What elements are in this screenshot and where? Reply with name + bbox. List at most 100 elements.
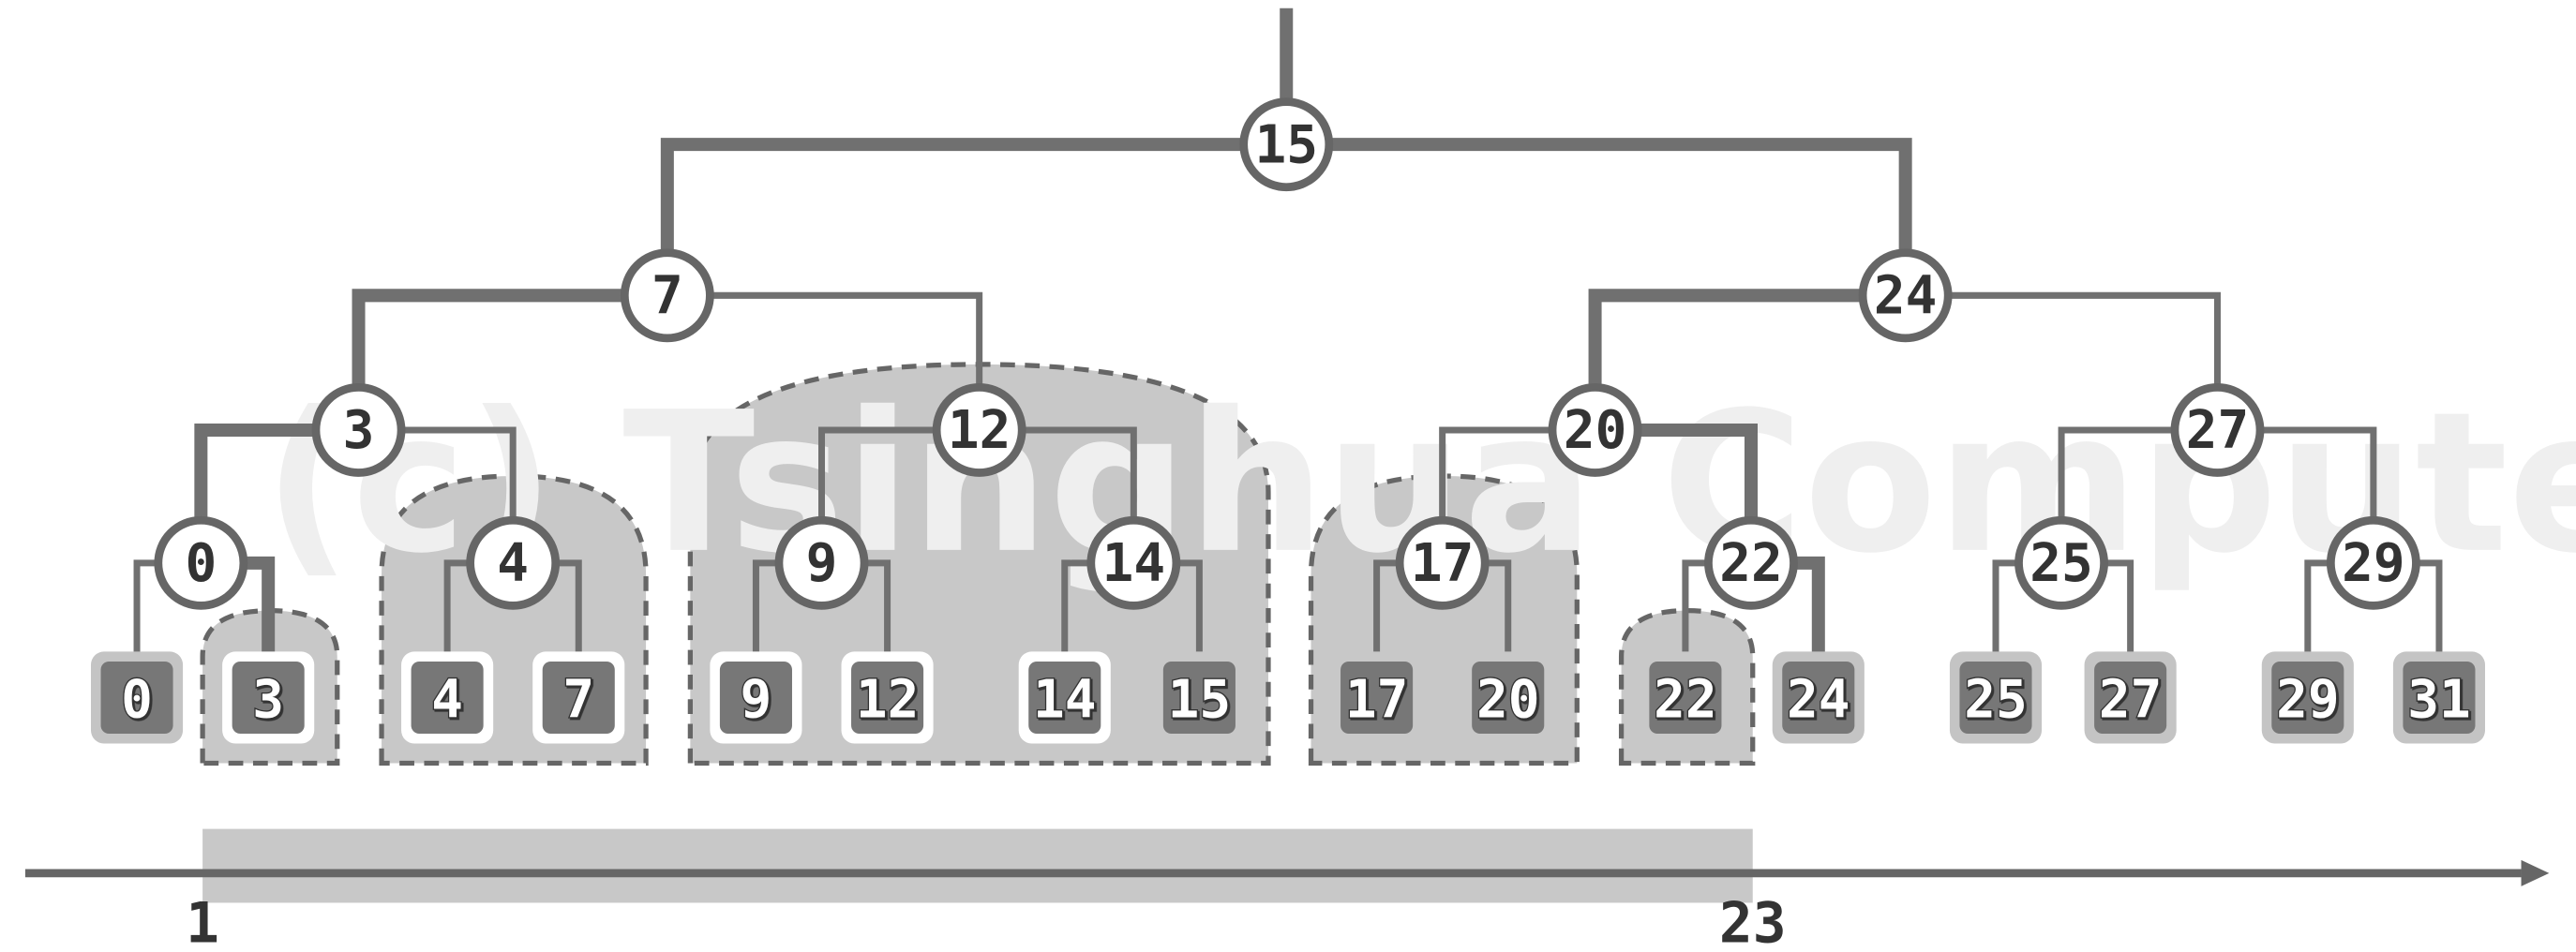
node-circle xyxy=(1239,97,1334,192)
leaf-box xyxy=(1340,661,1414,735)
edge-n20-n22 xyxy=(1595,423,1758,521)
leaf-node: 3 xyxy=(222,651,315,744)
leaf-box xyxy=(851,661,924,735)
node-circle xyxy=(2326,515,2420,610)
edge-n3-n0 xyxy=(194,423,359,521)
edge-n27-n29 xyxy=(2217,426,2377,521)
leaf-box xyxy=(232,661,305,735)
leaf-node: 4 xyxy=(401,651,494,744)
leaf-key: 17 xyxy=(1345,670,1409,731)
leaf-box xyxy=(2094,661,2167,735)
node-circle xyxy=(1704,515,1798,610)
leaf-node: 14 xyxy=(1018,651,1111,744)
node-key: 27 xyxy=(2186,400,2250,461)
edge-n12-n14 xyxy=(979,426,1137,521)
node-key: 17 xyxy=(1411,533,1474,594)
internal-node: 9 xyxy=(774,515,869,610)
internal-node: 25 xyxy=(2014,515,2108,610)
edge-n24-n27 xyxy=(1905,291,2221,388)
node-key: 29 xyxy=(2342,533,2405,594)
leaf-node: 27 xyxy=(2084,651,2177,744)
internal-node: 7 xyxy=(620,248,714,343)
leaf-key: 12 xyxy=(856,670,919,731)
node-key: 4 xyxy=(497,533,529,594)
internal-node: 27 xyxy=(2170,383,2265,477)
internal-node: 12 xyxy=(932,383,1026,477)
edge-n20-n17 xyxy=(1439,426,1595,521)
query-axis: 1 23 xyxy=(24,828,2550,952)
node-circle xyxy=(932,383,1026,477)
node-key: 20 xyxy=(1564,400,1627,461)
edge-n27-n25 xyxy=(2058,426,2218,521)
leaf-node: 9 xyxy=(710,651,802,744)
leaf-node: 7 xyxy=(532,651,625,744)
leaf-box xyxy=(2271,661,2344,735)
leaf-node: 12 xyxy=(841,651,934,744)
internal-node: 14 xyxy=(1086,515,1181,610)
leaf-key: 14 xyxy=(1033,670,1097,731)
leaf-key: 4 xyxy=(431,670,463,731)
leaf-box xyxy=(1959,661,2032,735)
internal-node: 22 xyxy=(1704,515,1798,610)
leaf-box xyxy=(542,661,615,735)
leaf-box xyxy=(719,661,792,735)
node-key: 14 xyxy=(1102,533,1166,594)
internal-node: 0 xyxy=(154,515,248,610)
edge-n7-n3 xyxy=(352,289,667,388)
node-key: 7 xyxy=(651,266,683,327)
edge-n7-n12 xyxy=(666,291,983,388)
node-key: 3 xyxy=(343,400,375,461)
axis-arrowhead-icon xyxy=(2521,859,2550,886)
leaf-box xyxy=(2403,661,2476,735)
query-range-band xyxy=(202,828,1753,903)
leaf-key: 15 xyxy=(1168,670,1232,731)
leaf-node: 20 xyxy=(1461,651,1554,744)
leaf-node: 24 xyxy=(1772,651,1865,744)
node-circle xyxy=(466,515,561,610)
node-circle xyxy=(2170,383,2265,477)
node-key: 15 xyxy=(1254,114,1318,175)
leaf-box xyxy=(100,661,173,735)
tree-edges xyxy=(133,7,2443,654)
internal-node: 4 xyxy=(466,515,561,610)
leaf-node: 0 xyxy=(90,651,184,744)
node-circle xyxy=(620,248,714,343)
internal-node: 24 xyxy=(1858,248,1953,343)
leaf-key: 22 xyxy=(1654,670,1717,731)
leaf-key: 0 xyxy=(121,670,153,731)
query-lo-label: 1 xyxy=(186,891,219,952)
edge-n15-n24 xyxy=(1286,138,1912,253)
leaf-key: 20 xyxy=(1476,670,1539,731)
node-circle xyxy=(1548,383,1642,477)
leaf-node: 29 xyxy=(2261,651,2354,744)
leaf-node: 17 xyxy=(1330,651,1423,744)
internal-node: 15 xyxy=(1239,97,1334,192)
leaf-key: 3 xyxy=(252,670,284,731)
edge-n24-n20 xyxy=(1588,289,1906,388)
node-circle xyxy=(2014,515,2108,610)
node-key: 24 xyxy=(1874,266,1937,327)
node-circle xyxy=(1858,248,1953,343)
node-circle xyxy=(1395,515,1490,610)
edge-n12-n9 xyxy=(818,426,980,521)
leaf-box xyxy=(1162,661,1236,735)
node-key: 22 xyxy=(1719,533,1783,594)
leaf-box xyxy=(1472,661,1545,735)
internal-node: 3 xyxy=(311,383,406,477)
internal-node: 17 xyxy=(1395,515,1490,610)
leaf-key: 9 xyxy=(741,670,772,731)
leaf-key: 7 xyxy=(562,670,594,731)
leaf-box xyxy=(1028,661,1101,735)
leaf-key: 24 xyxy=(1787,670,1850,731)
leaf-box xyxy=(411,661,484,735)
query-hi-label: 23 xyxy=(1719,891,1787,952)
leaf-node: 22 xyxy=(1639,651,1731,744)
leaf-node: 25 xyxy=(1949,651,2043,744)
node-key: 12 xyxy=(948,400,1011,461)
edge-n15-n7 xyxy=(660,138,1287,253)
node-key: 9 xyxy=(806,533,838,594)
leaf-key: 31 xyxy=(2407,670,2470,731)
